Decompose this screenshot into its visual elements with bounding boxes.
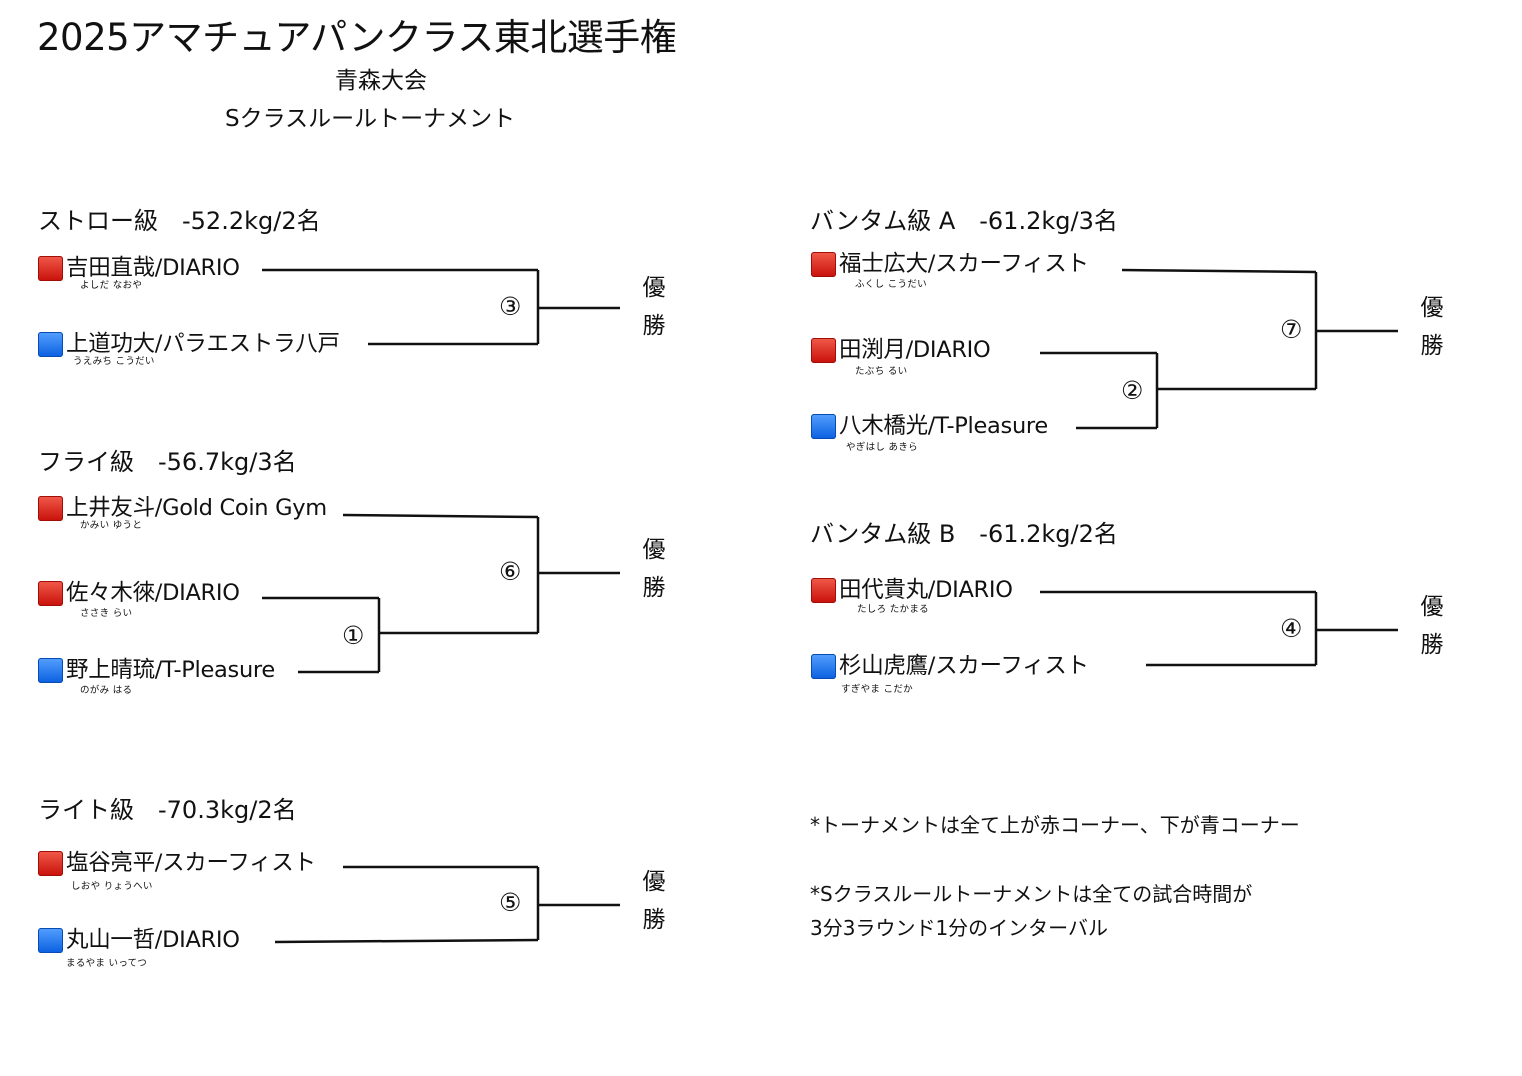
fighter-name: 佐々木徠/DIARIO: [66, 580, 240, 606]
bout-number: ⑦: [1280, 315, 1303, 344]
fighter-reading: うえみち こうだい: [73, 356, 155, 367]
blue-corner-icon: [38, 658, 63, 683]
red-corner-icon: [811, 252, 836, 277]
division-title-bantam-b: バンタム級 B -61.2kg/2名: [810, 520, 1118, 548]
fighter-name: 吉田直哉/DIARIO: [66, 255, 240, 281]
fighter-reading: やぎはし あきら: [846, 442, 918, 453]
fighter-name: 塩谷亮平/スカーフィスト: [66, 850, 316, 876]
red-corner-icon: [38, 851, 63, 876]
blue-corner-icon: [38, 332, 63, 357]
bout-number: ②: [1121, 376, 1144, 405]
bracket-line: [342, 513, 539, 519]
fighter-name: 杉山虎鷹/スカーフィスト: [839, 653, 1089, 679]
fighter-reading: すぎやま こだか: [841, 684, 913, 695]
winner-label: 優 勝: [642, 275, 666, 339]
note-corner-rule: *トーナメントは全て上が赤コーナー、下が青コーナー: [810, 813, 1300, 837]
bout-number: ④: [1280, 614, 1303, 643]
bracket-line: [274, 938, 539, 944]
red-corner-icon: [38, 256, 63, 281]
blue-corner-icon: [811, 654, 836, 679]
fighter-reading: かみい ゆうと: [80, 520, 143, 531]
page-title: 2025アマチュアパンクラス東北選手権: [37, 16, 677, 59]
event-subtitle: 青森大会: [335, 68, 427, 94]
red-corner-icon: [38, 581, 63, 606]
note-match-time: *Sクラスルールトーナメントは全ての試合時間が 3分3ラウンド1分のインターバル: [810, 882, 1253, 940]
bout-number: ⑥: [499, 557, 522, 586]
fighter-name: 福士広大/スカーフィスト: [839, 251, 1089, 277]
division-title-bantam-a: バンタム級 A -61.2kg/3名: [810, 207, 1118, 235]
fighter-name: 丸山一哲/DIARIO: [66, 927, 240, 953]
red-corner-icon: [811, 338, 836, 363]
division-title-fly: フライ級 -56.7kg/3名: [38, 448, 297, 476]
fighter-reading: ふくし こうだい: [855, 279, 927, 290]
red-corner-icon: [38, 496, 63, 521]
fighter-name: 八木橋光/T-Pleasure: [839, 413, 1048, 439]
fighter-name: 田代貴丸/DIARIO: [839, 577, 1013, 603]
division-title-light: ライト級 -70.3kg/2名: [38, 796, 297, 824]
blue-corner-icon: [38, 928, 63, 953]
fighter-reading: まるやま いってつ: [66, 958, 148, 969]
winner-label: 優 勝: [1420, 295, 1444, 359]
fighter-reading: ささき らい: [80, 608, 133, 619]
bout-number: ①: [342, 621, 365, 650]
winner-label: 優 勝: [642, 869, 666, 933]
fighter-name: 野上晴琉/T-Pleasure: [66, 657, 275, 683]
fighter-reading: のがみ はる: [80, 685, 133, 696]
fighter-name: 田渕月/DIARIO: [839, 337, 991, 363]
fighter-name: 上道功大/パラエストラ八戸: [66, 331, 340, 357]
bracket-line: [1121, 268, 1317, 274]
fighter-reading: たぶち るい: [855, 366, 908, 377]
winner-label: 優 勝: [1420, 594, 1444, 658]
fighter-reading: たしろ たかまる: [857, 604, 929, 615]
fighter-reading: しおや りょうへい: [71, 881, 153, 892]
fighter-reading: よしだ なおや: [80, 280, 143, 291]
division-title-straw: ストロー級 -52.2kg/2名: [38, 207, 321, 235]
bout-number: ③: [499, 292, 522, 321]
tournament-rule-title: Sクラスルールトーナメント: [225, 106, 516, 132]
winner-label: 優 勝: [642, 537, 666, 601]
bout-number: ⑤: [499, 888, 522, 917]
red-corner-icon: [811, 578, 836, 603]
blue-corner-icon: [811, 414, 836, 439]
fighter-name: 上井友斗/Gold Coin Gym: [66, 495, 327, 521]
